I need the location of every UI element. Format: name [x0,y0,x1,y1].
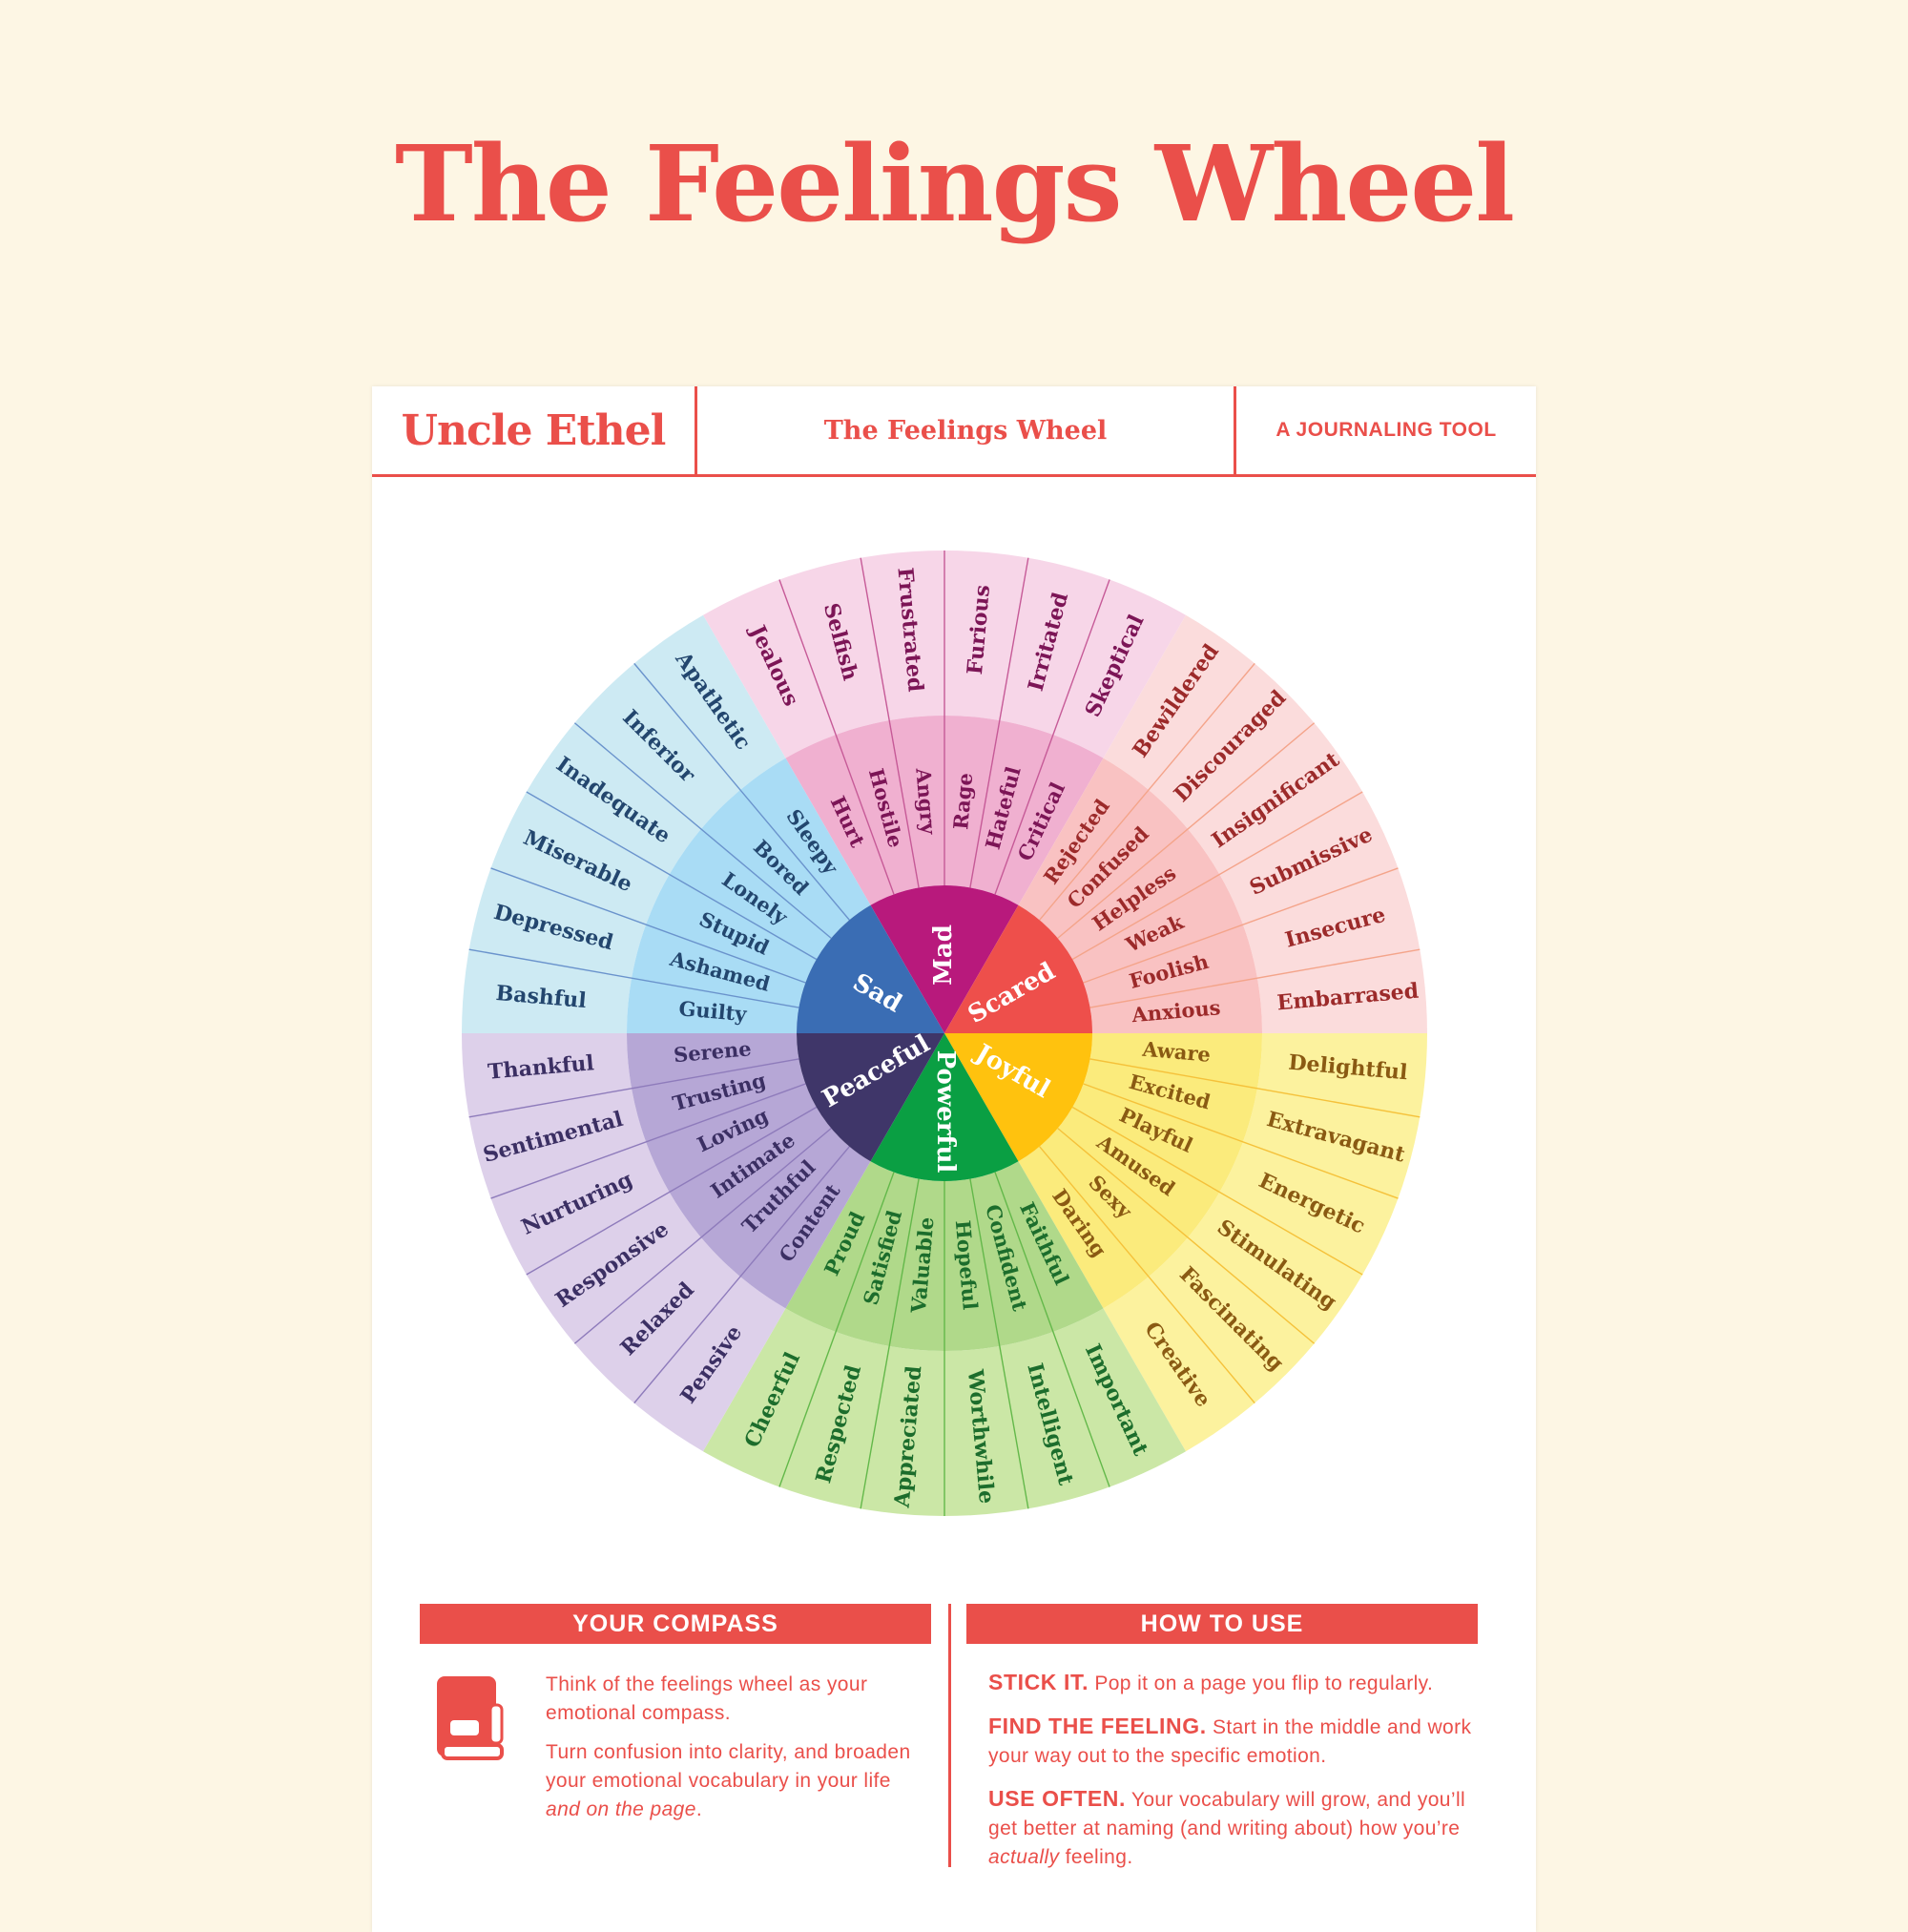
outer-ring-segment-scared [1103,614,1427,1033]
wheel-divider-line [1071,1106,1363,1276]
how-to-use-steps: STICK IT. Pop it on a page you flip to r… [988,1668,1484,1885]
middle-ring-segment-joyful [1018,1033,1262,1309]
core-segment-joyful [944,1033,1092,1162]
wheel-divider-line [1089,1058,1421,1118]
wheel-divider-line [468,1058,799,1118]
wheel-divider-line [860,1178,920,1509]
section-divider [948,1604,951,1867]
step-use-often: USE OFTEN. Your vocabulary will grow, an… [988,1786,1466,1868]
wheel-divider-line [490,867,806,984]
wheel-divider-line [969,557,1029,888]
middle-ring-segment-peaceful [627,1033,871,1309]
card-header: Uncle Ethel The Feelings Wheel A JOURNAL… [372,386,1536,477]
core-segment-peaceful [797,1033,944,1162]
core-segment-scared [944,904,1092,1033]
wheel-divider-line [1039,662,1255,921]
compass-description: Think of the feelings wheel as your emot… [546,1671,918,1835]
wheel-divider-line [1083,1083,1399,1199]
wheel-divider-line [1089,948,1421,1008]
brand-logo: Uncle Ethel [372,386,697,474]
feelings-wheel: MadCriticalSkepticalHatefulIrritatedRage… [462,551,1427,1516]
wheel-divider-line [1057,722,1316,939]
wheel-divider-line [969,1178,1029,1509]
core-segment-powerful [870,1033,1019,1181]
wheel-divider-line [1083,867,1399,984]
wheel-divider-line [778,579,895,895]
page-title: The Feelings Wheel [394,122,1515,245]
wheel-divider-line [490,1083,806,1199]
middle-label: Rage [948,772,977,831]
wheel-divider-line [994,1172,1110,1487]
wheel-divider-line [573,722,832,939]
worksheet-card: Uncle Ethel The Feelings Wheel A JOURNAL… [372,386,1536,1932]
wheel-divider-line [778,1172,895,1487]
how-to-use-heading: HOW TO USE [966,1604,1478,1644]
wheel-divider-line [1039,1146,1255,1404]
wheel-divider-line [526,791,818,961]
step-find-the-feeling: FIND THE FEELING. Start in the middle an… [988,1714,1472,1767]
journal-book-icon [437,1676,504,1760]
step-stick-it: STICK IT. Pop it on a page you flip to r… [988,1670,1434,1694]
card-title: The Feelings Wheel [697,386,1236,474]
wheel-divider-line [633,1146,850,1404]
middle-label: Guilty [678,996,749,1026]
outer-ring-segment-peaceful [462,1033,786,1452]
compass-paragraph-1: Think of the feelings wheel as your emot… [546,1673,868,1724]
middle-label: Angry [911,766,941,836]
wheel-divider-line [573,1128,832,1344]
wheel-divider-line [633,662,850,921]
middle-ring-segment-sad [627,758,871,1033]
card-tagline: A JOURNALING TOOL [1275,419,1497,441]
middle-ring-segment-scared [1018,758,1262,1033]
wheel-divider-line [860,557,920,888]
outer-ring-segment-joyful [1103,1033,1427,1452]
core-label-mad: Mad [929,924,958,986]
wheel-divider-line [994,579,1110,895]
compass-heading: YOUR COMPASS [420,1604,931,1644]
wheel-divider-line [1057,1128,1316,1344]
compass-paragraph-2: Turn confusion into clarity, and broaden… [546,1741,911,1820]
wheel-divider-line [468,948,799,1008]
wheel-divider-line [1071,791,1363,961]
core-segment-mad [870,884,1019,1033]
core-label-powerful: Powerful [931,1050,960,1174]
core-segment-sad [797,904,944,1033]
outer-ring-segment-sad [462,614,786,1033]
wheel-divider-line [526,1106,818,1276]
